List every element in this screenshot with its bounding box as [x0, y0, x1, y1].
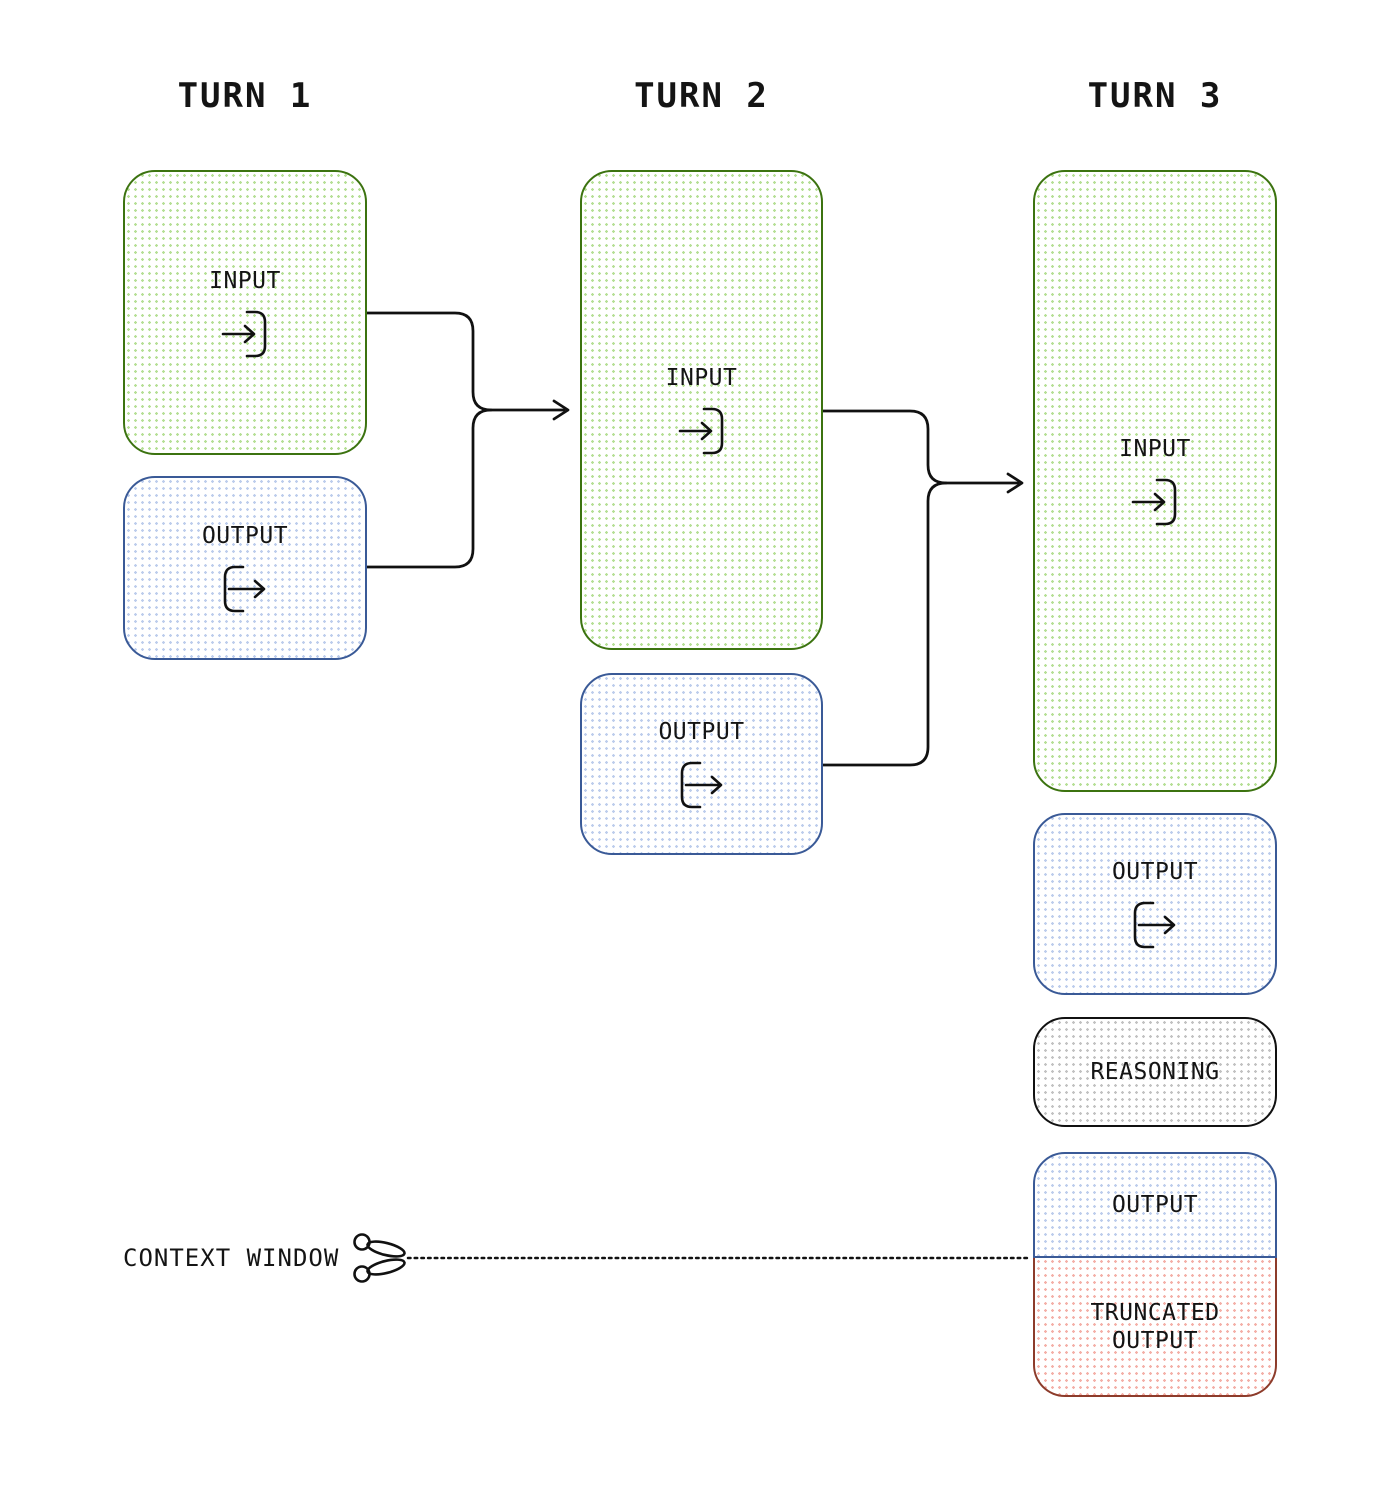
- turn-2-output-box: OUTPUT: [580, 673, 823, 855]
- arrowhead-turn2: [552, 399, 570, 421]
- turn-2-input-box: INPUT: [580, 170, 823, 650]
- turn-3-output-box: OUTPUT: [1033, 813, 1277, 995]
- input-arrow-icon: [1131, 478, 1177, 526]
- connector-turn1-input: [365, 311, 566, 412]
- input-arrow-icon: [678, 407, 723, 455]
- turn-2-title: TURN 2: [634, 76, 769, 116]
- turn-1-output-box: OUTPUT: [123, 476, 367, 660]
- input-label: INPUT: [209, 267, 281, 294]
- connector-turn2-output: [821, 481, 948, 767]
- reasoning-label: REASONING: [1090, 1059, 1220, 1085]
- turn-1-title: TURN 1: [177, 76, 313, 116]
- output-arrow-icon: [680, 761, 722, 809]
- output-label: OUTPUT: [658, 719, 745, 745]
- turn-3-truncated-output: TRUNCATED OUTPUT: [1033, 1258, 1277, 1397]
- input-arrow-icon: [221, 310, 267, 357]
- context-window-label: CONTEXT WINDOW: [123, 1244, 340, 1272]
- turn-3-final-output-box: OUTPUT TRUNCATED OUTPUT: [1033, 1152, 1277, 1397]
- output-arrow-icon: [1133, 901, 1176, 949]
- output-label: OUTPUT: [1111, 1192, 1199, 1218]
- turn-3-title: TURN 3: [1087, 76, 1223, 116]
- truncated-output-label: TRUNCATED OUTPUT: [1090, 1299, 1220, 1354]
- connector-turn2-input: [821, 409, 1020, 485]
- turn-3-reasoning-box: REASONING: [1033, 1017, 1277, 1127]
- output-label: OUTPUT: [1111, 859, 1199, 885]
- scissors-icon: [353, 1233, 406, 1283]
- turn-3-final-output-kept: OUTPUT: [1033, 1152, 1277, 1258]
- output-label: OUTPUT: [201, 523, 289, 549]
- output-arrow-icon: [223, 565, 266, 613]
- arrowhead-turn3: [1006, 472, 1024, 494]
- turn-1-input-box: INPUT: [123, 170, 367, 455]
- turn-3-input-box: INPUT: [1033, 170, 1277, 792]
- connector-turn1-output: [365, 408, 493, 569]
- input-label: INPUT: [665, 365, 738, 391]
- input-label: INPUT: [1119, 436, 1191, 462]
